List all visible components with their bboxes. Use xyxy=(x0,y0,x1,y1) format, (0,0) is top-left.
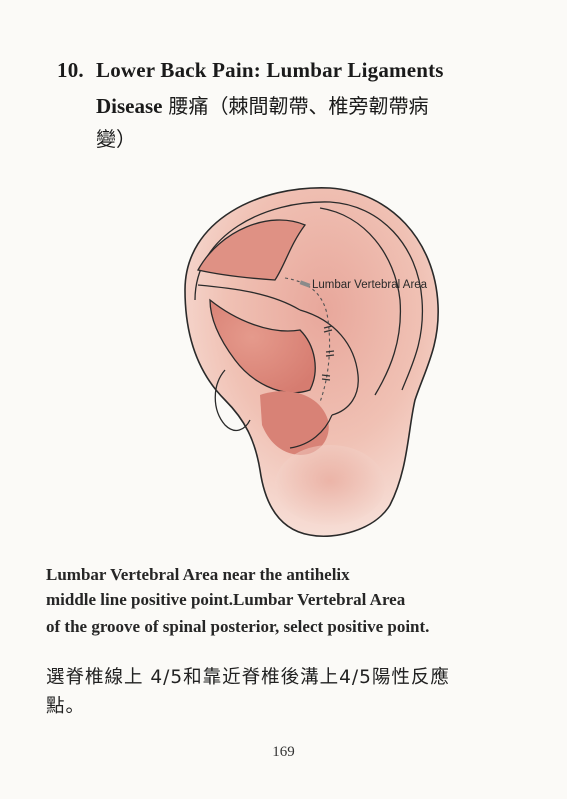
title-line-1: Lower Back Pain: Lumbar Ligaments xyxy=(96,58,444,82)
earlobe-shade xyxy=(275,445,385,525)
chinese-line-1: 選脊椎線上 4/5和靠近脊椎後溝上4/5陽性反應 xyxy=(46,667,450,688)
title-chinese: 腰痛（棘間韌帶、椎旁韌帶病 xyxy=(168,94,429,118)
scapha xyxy=(319,207,402,396)
description-line-3: of the groove of spinal posterior, selec… xyxy=(46,617,430,636)
ear-illustration: Lumbar Vertebral Area xyxy=(184,187,439,537)
chinese-line-2: 點。 xyxy=(46,696,86,717)
section-number: 10. xyxy=(57,58,84,82)
title-english-disease: Disease xyxy=(96,94,163,118)
description-line-2: middle line positive point.Lumbar Verteb… xyxy=(46,590,406,609)
description-line-1: Lumbar Vertebral Area near the antihelix xyxy=(46,565,350,584)
helix-rim xyxy=(194,201,424,391)
tick-marks xyxy=(321,325,335,381)
page-number: 169 xyxy=(272,744,295,760)
lumbar-marker xyxy=(299,280,311,288)
tragus xyxy=(214,369,251,432)
title-line-3: 變） xyxy=(96,127,136,151)
cymba-concha xyxy=(209,298,316,394)
antihelix-crus xyxy=(197,284,301,311)
lumbar-vertebral-line xyxy=(284,277,331,403)
lumbar-vertebral-area-label: Lumbar Vertebral Area xyxy=(312,279,428,291)
antitragus xyxy=(289,414,333,449)
concha-cavity xyxy=(260,391,329,455)
triangular-fossa xyxy=(197,219,307,281)
antihelix-body xyxy=(299,309,359,416)
